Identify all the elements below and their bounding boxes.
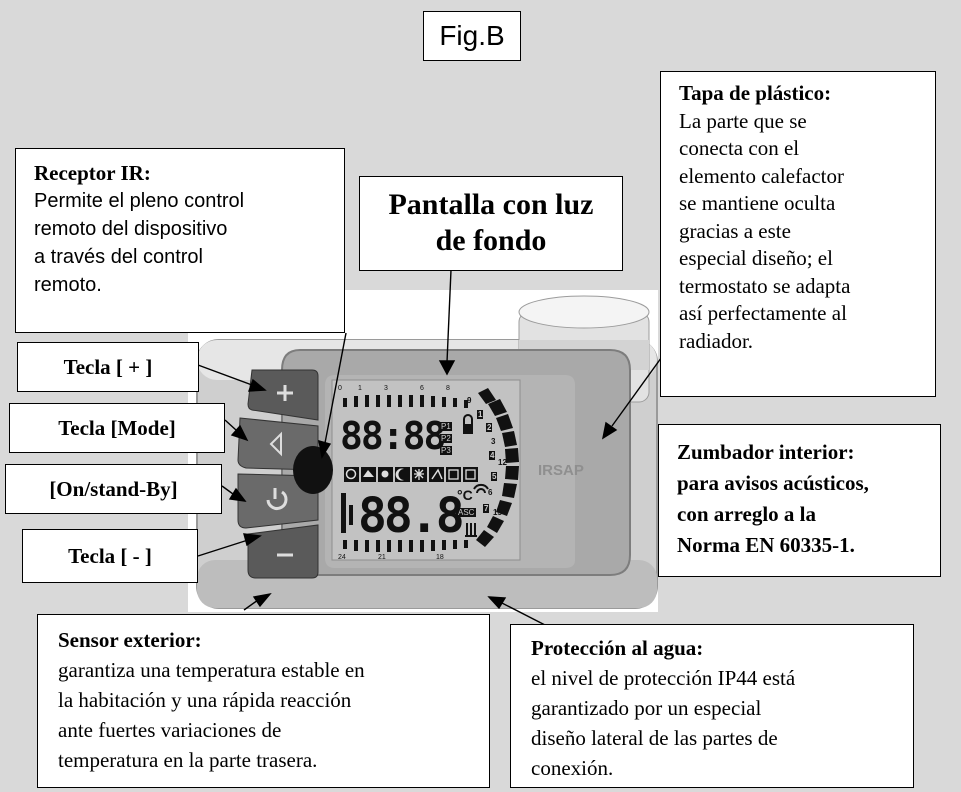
plastic-cap-line-8: así perfectamente al xyxy=(679,301,847,325)
buzzer-line-4: Norma EN 60335-1. xyxy=(677,533,855,557)
top-scale-0: 0 xyxy=(338,385,342,392)
plastic-cap-line-3: elemento calefactor xyxy=(679,163,844,188)
lcd-program-p1: P1 xyxy=(440,422,452,431)
external-sensor-title: Sensor exterior: xyxy=(58,628,202,652)
right-scale-4: 4 xyxy=(489,451,496,460)
plastic-cap-line-7: termostato se adapta xyxy=(679,273,851,298)
top-scale-8: 8 xyxy=(446,385,450,392)
lcd-bottom-ticks xyxy=(343,540,468,552)
buzzer-line-2: para avisos acústicos, xyxy=(677,471,869,495)
signal-icon xyxy=(473,483,489,494)
plastic-cap-line-1: La parte que se xyxy=(679,108,807,133)
lcd-temp-unit: °C xyxy=(457,487,473,503)
callout-plastic-cap: Tapa de plástico: La parte que se conect… xyxy=(660,71,936,397)
lcd-temperature: 88.8 xyxy=(358,488,465,544)
label-key-mode: Tecla [Mode] xyxy=(9,403,225,453)
heater-icon xyxy=(465,523,477,537)
ir-receiver-dome xyxy=(293,446,333,494)
right-scale-5: 5 xyxy=(491,472,498,481)
callout-external-sensor: Sensor exterior: garantiza una temperatu… xyxy=(37,614,490,788)
ir-receiver-title: Receptor IR: xyxy=(34,161,151,185)
top-scale-6: 6 xyxy=(420,385,424,392)
lock-icon xyxy=(463,424,473,434)
buzzer-line-1: Zumbador interior: xyxy=(677,440,855,464)
external-sensor-line-3: ante fuertes variaciones de xyxy=(58,718,282,742)
lcd-program-p2: P2 xyxy=(440,434,452,443)
external-sensor-line-2: la habitación y una rápida reacción xyxy=(58,688,352,712)
plastic-cap-title: Tapa de plástico: xyxy=(679,81,832,105)
label-key-onstandby: [On/stand-By] xyxy=(5,464,222,514)
plastic-cap-line-6: especial diseño; el xyxy=(679,246,833,270)
plastic-cap-line-4: se mantiene oculta xyxy=(679,191,836,215)
right-scale-12: 12 xyxy=(498,458,507,467)
lcd-program-p3: P3 xyxy=(440,446,452,455)
backlit-line-1: Pantalla con luz xyxy=(388,188,594,221)
ir-receiver-line-1: Permite el pleno control xyxy=(34,190,245,212)
lcd-clock: 88:88 xyxy=(340,414,446,458)
label-key-minus: Tecla [ - ] xyxy=(22,529,198,583)
ir-receiver-line-2: remoto del dispositivo xyxy=(34,218,228,240)
right-scale-9: 9 xyxy=(467,396,472,405)
top-scale-1: 1 xyxy=(358,385,362,392)
right-scale-7: 7 xyxy=(483,504,490,513)
plastic-cap-line-9: radiador. xyxy=(679,328,754,353)
water-protection-line-2: garantizado por un especial xyxy=(531,696,762,720)
bottom-scale-24: 24 xyxy=(338,554,346,561)
figure-label: Fig.B xyxy=(423,11,521,61)
label-key-plus: Tecla [ + ] xyxy=(17,342,199,392)
temp-bar xyxy=(341,493,346,533)
water-protection-line-1: el nivel de protección IP44 está xyxy=(531,666,796,690)
right-scale-6: 6 xyxy=(488,488,493,497)
lcd-mode-icons xyxy=(344,467,478,482)
callout-buzzer: Zumbador interior: para avisos acústicos… xyxy=(658,424,941,577)
brand-logo: IRSAP xyxy=(538,462,584,479)
backlit-line-2: de fondo xyxy=(435,224,547,257)
ir-receiver-line-3: a través del control xyxy=(34,246,203,268)
callout-ir-receiver: Receptor IR: Permite el pleno control re… xyxy=(15,148,345,333)
water-protection-line-3: diseño lateral de las partes de xyxy=(531,726,778,750)
pointer-lines xyxy=(197,269,691,626)
right-scale-2: 2 xyxy=(486,423,493,432)
lcd-bargraph xyxy=(476,388,519,547)
right-scale-15: 15 xyxy=(493,508,502,517)
plastic-cap-line-5: gracias a este xyxy=(679,218,791,243)
external-sensor-line-4: temperatura en la parte trasera. xyxy=(58,748,318,772)
buzzer-line-3: con arreglo a la xyxy=(677,502,817,526)
right-scale-3: 3 xyxy=(491,437,496,446)
bottom-scale-18: 18 xyxy=(436,554,444,561)
water-protection-title: Protección al agua: xyxy=(531,636,704,660)
callout-backlit-display: Pantalla con luz de fondo xyxy=(359,176,623,271)
right-scale-1: 1 xyxy=(477,410,484,419)
lcd-asc-label: ASC xyxy=(456,508,477,517)
plastic-cap-line-2: conecta con el xyxy=(679,136,800,160)
lcd-top-ticks xyxy=(343,395,468,408)
external-sensor-line-1: garantiza una temperatura estable en xyxy=(58,658,365,682)
callout-water-protection: Protección al agua: el nivel de protecci… xyxy=(510,624,914,788)
top-scale-3: 3 xyxy=(384,385,388,392)
bottom-scale-21: 21 xyxy=(378,554,386,561)
ir-receiver-line-4: remoto. xyxy=(34,274,102,296)
water-protection-line-4: conexión. xyxy=(531,756,614,780)
